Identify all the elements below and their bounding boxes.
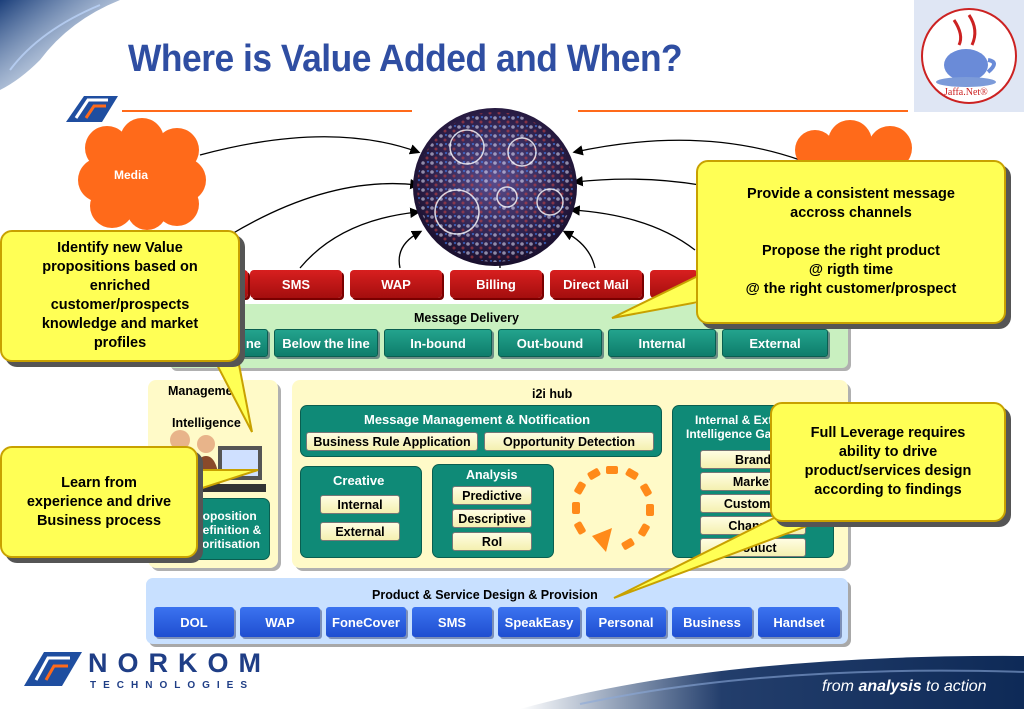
tagline-suffix: to action [921,678,987,695]
product-wap-button[interactable]: WAP [240,607,320,637]
norkom-logo-icon [24,652,82,686]
callout-learn-experience: Learn from experience and drive Business… [0,446,198,558]
crowd-image [413,108,577,266]
callout-rm-line2: ability to drive [838,444,938,460]
product-sms-button[interactable]: SMS [412,607,492,637]
cycle-arrow-icon [572,466,654,552]
proposition-line2: Definition & [194,523,262,537]
opportunity-detection-button[interactable]: Opportunity Detection [484,432,654,451]
channel-billing-button[interactable]: Billing [450,270,542,298]
coffee-cup-icon [921,8,1017,104]
callout-tr-line5: @ rigth time [808,262,894,278]
norkom-brand: NORKOM [88,648,271,678]
creative-internal-button[interactable]: Internal [320,495,400,514]
management-label-line1: Management [168,384,245,398]
corner-decoration [0,0,120,90]
callout-tr-line2: accross channels [790,205,912,221]
callout-identify-value: Identify new Value propositions based on… [0,230,240,362]
header-rule-right [578,110,908,112]
callout-lt-line6: profiles [93,335,147,351]
channel-sms-button[interactable]: SMS [250,270,342,298]
media-label: Media [114,168,149,182]
delivery-inbound-button[interactable]: In-bound [384,329,492,357]
product-dol-button[interactable]: DOL [154,607,234,637]
proposition-line1: Proposition [190,509,257,523]
norkom-sub: TECHNOLOGIES [90,680,255,691]
product-speakeasy-button[interactable]: SpeakEasy [498,607,580,637]
callout-lb-line3: Business process [36,512,162,529]
callout-lt-line1: Identify new Value [57,240,183,256]
delivery-outbound-button[interactable]: Out-bound [498,329,602,357]
callout-lb-line1: Learn from [61,474,137,491]
tagline-prefix: from [822,678,859,695]
callout-rm-line1: Full Leverage requires [810,425,966,441]
delivery-internal-button[interactable]: Internal [608,329,716,357]
delivery-external-button[interactable]: External [722,329,828,357]
product-handset-button[interactable]: Handset [758,607,840,637]
header-rule-left [122,110,412,112]
callout-rm-line4: according to findings [814,482,962,498]
jaffa-logo: Jaffa.Net® [914,0,1024,112]
page-title: Where is Value Added and When? [128,38,683,80]
product-business-button[interactable]: Business [672,607,752,637]
norkom-mini-logo-icon [66,96,118,122]
channel-wap-button[interactable]: WAP [350,270,442,298]
callout-consistent-message: Provide a consistent message accross cha… [696,160,1006,324]
analysis-roi-button[interactable]: RoI [452,532,532,551]
callout-lt-line2: propositions based on [42,259,198,275]
callout-tr-line6: @ the right customer/prospect [745,281,957,297]
i2i-hub-title: i2i hub [532,387,573,401]
tagline-bold: analysis [858,678,922,695]
callout-lt-line4: customer/prospects [50,297,190,313]
product-design-title: Product & Service Design & Provision [372,588,598,602]
callout-rm-line3: product/services design [804,463,972,479]
callout-tr-line4: Propose the right product [761,243,941,259]
callout-lt-line5: knowledge and market [41,316,199,332]
creative-external-button[interactable]: External [320,522,400,541]
analysis-title: Analysis [466,468,518,482]
callout-lt-line3: enriched [89,278,151,294]
footer-tagline: from analysis to action [822,678,987,696]
creative-title: Creative [333,473,385,488]
callout-full-leverage: Full Leverage requires ability to drive … [770,402,1006,522]
mmn-title: Message Management & Notification [364,412,591,427]
management-label-line2: Intelligence [172,416,241,430]
product-personal-button[interactable]: Personal [586,607,666,637]
product-fonecover-button[interactable]: FoneCover [326,607,406,637]
media-cloud [78,118,206,230]
callout-tr-line1: Provide a consistent message [747,186,955,202]
business-rule-application-button[interactable]: Business Rule Application [306,432,478,451]
analysis-predictive-button[interactable]: Predictive [452,486,532,505]
footer-swoosh [520,655,1024,709]
message-delivery-title: Message Delivery [414,311,519,325]
jaffa-logo-text: Jaffa.Net® [944,87,988,98]
delivery-below-line-button[interactable]: Below the line [274,329,378,357]
callout-lb-line2: experience and drive [26,493,172,510]
analysis-descriptive-button[interactable]: Descriptive [452,509,532,528]
proposition-line3: Prioritisation [186,537,261,551]
channel-direct-mail-button[interactable]: Direct Mail [550,270,642,298]
